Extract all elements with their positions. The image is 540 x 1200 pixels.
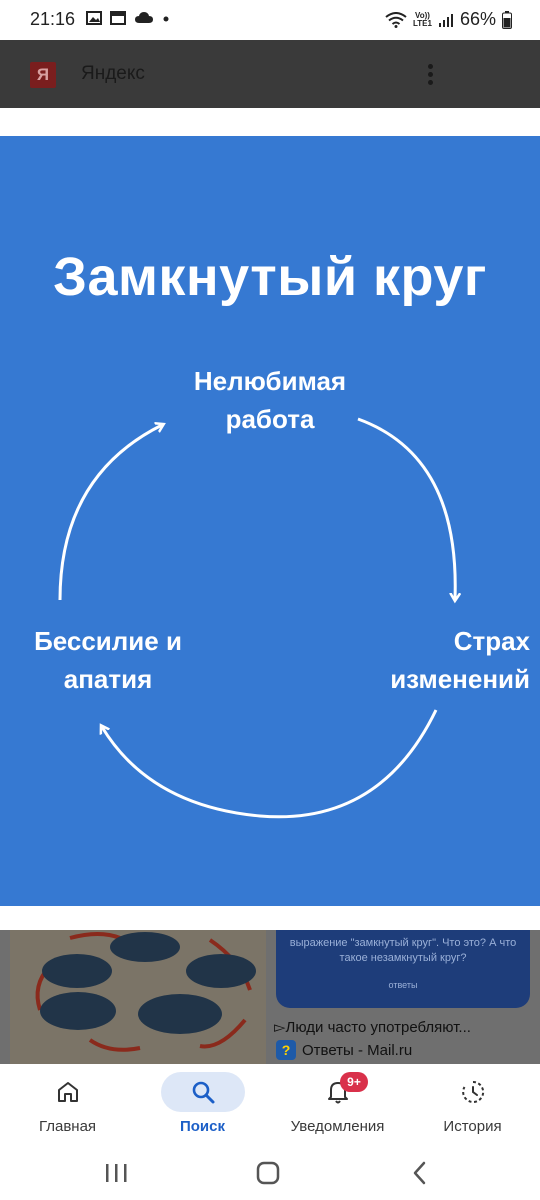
bottom-navigation: Главная Поиск 9+ Уведомления История: [0, 1064, 540, 1146]
cycle-label-left: Бессилие и апатия: [34, 626, 182, 694]
nav-history[interactable]: История: [405, 1064, 540, 1146]
signal-icon: [438, 13, 453, 27]
yandex-logo[interactable]: Я: [30, 62, 56, 88]
nav-home[interactable]: Главная: [0, 1064, 135, 1146]
nav-home-label: Главная: [38, 1118, 97, 1135]
nav-notifications-label: Уведомления: [290, 1118, 385, 1135]
page-title: Яндекс: [81, 63, 145, 84]
battery-icon: [502, 10, 512, 29]
gallery-icon: [86, 11, 102, 25]
nav-history-label: История: [443, 1118, 502, 1135]
volte-label: Vo)): [415, 10, 430, 20]
dot-icon: [163, 16, 169, 22]
home-circle-icon: [256, 1161, 280, 1185]
back-icon: [413, 1161, 426, 1185]
cycle-label-top: Нелюбимая работа: [193, 366, 347, 434]
result-source[interactable]: ? Ответы - Mail.ru: [276, 1040, 412, 1060]
cycle-label-right: Страх изменений: [390, 626, 530, 694]
search-icon: [160, 1072, 245, 1112]
status-system-icons: Vo))LTE1 66%: [385, 9, 512, 30]
home-button[interactable]: [248, 1158, 288, 1188]
more-vertical-icon[interactable]: [420, 62, 440, 90]
result-thumbnail-cycle-diagram[interactable]: [10, 930, 266, 1064]
diagram-node: [186, 954, 256, 988]
system-navigation-bar: [0, 1146, 540, 1200]
battery-percent: 66%: [459, 9, 496, 29]
recent-apps-button[interactable]: [96, 1158, 136, 1188]
thumbnail-question-text: выражение "замкнутый круг". Что это? А ч…: [289, 937, 517, 964]
network-label: LTE1: [413, 18, 432, 28]
arrow-left-to-top: [58, 425, 162, 601]
diagram-node: [138, 994, 222, 1034]
recent-apps-icon: [106, 1164, 127, 1182]
diagram-node: [110, 932, 180, 962]
cloud-icon: [135, 12, 153, 23]
result-title[interactable]: ▻Люди часто употребляют...: [274, 1019, 471, 1036]
main-image[interactable]: Замкнутый круг Нелюбимая работа Страх из…: [0, 136, 540, 906]
related-results: выражение "замкнутый круг". Что это? А ч…: [0, 930, 540, 1064]
lte-indicator: Vo))LTE1: [413, 10, 432, 28]
diagram-node: [40, 992, 116, 1030]
status-time: 21:16: [30, 9, 76, 29]
cycle-arrows: [58, 417, 540, 819]
nav-notifications[interactable]: 9+ Уведомления: [270, 1064, 405, 1146]
image-viewer[interactable]: Замкнутый круг Нелюбимая работа Страх из…: [0, 108, 540, 930]
history-icon: [431, 1072, 515, 1112]
diagram-node: [42, 954, 112, 988]
status-bar: 21:16 Vo))LTE1 66%: [0, 0, 540, 40]
nav-search[interactable]: Поиск: [135, 1064, 270, 1146]
mail-answers-icon: ?: [276, 1040, 296, 1060]
status-notification-icons: [86, 10, 170, 26]
notifications-badge: 9+: [340, 1072, 368, 1092]
back-button[interactable]: [400, 1158, 440, 1188]
calendar-icon: [110, 11, 126, 25]
arrow-right-to-left: [102, 709, 438, 819]
home-icon: [26, 1072, 110, 1112]
nav-search-label: Поиск: [179, 1118, 225, 1135]
image-headline: Замкнутый круг: [53, 247, 487, 307]
arrow-top-to-right: [357, 417, 455, 599]
result-thumbnail-answers[interactable]: выражение "замкнутый круг". Что это? А ч…: [276, 930, 530, 1008]
thumbnail-logo-text: ответы: [388, 980, 418, 990]
wifi-icon: [385, 11, 407, 28]
browser-top-bar: Я Яндекс: [0, 40, 540, 108]
result-source-label: Ответы - Mail.ru: [302, 1041, 413, 1059]
